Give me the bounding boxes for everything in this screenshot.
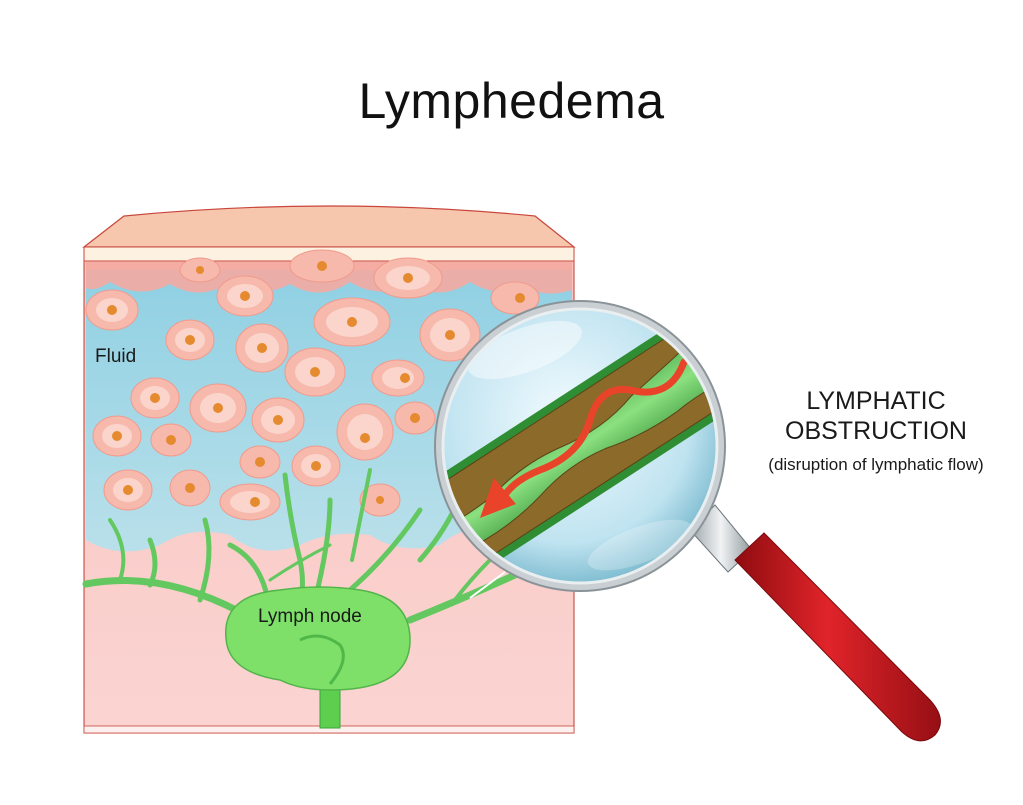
epidermis-layer — [82, 205, 576, 248]
lymphatic-vessels — [82, 467, 519, 624]
arrowhead — [480, 478, 516, 518]
cell — [216, 275, 274, 317]
cell — [373, 257, 443, 299]
cell-cluster — [85, 249, 540, 521]
cell — [219, 483, 281, 521]
cell — [289, 249, 355, 283]
cell — [179, 257, 221, 283]
callout-lines — [469, 571, 506, 599]
obstruction-heading: LYMPHATIC OBSTRUCTION — [740, 386, 1012, 446]
cell — [490, 281, 540, 315]
cell — [359, 483, 401, 517]
obstruction-deposit — [443, 309, 717, 548]
cell — [235, 323, 289, 373]
cell — [251, 397, 305, 443]
cell — [92, 415, 142, 457]
cell — [169, 469, 211, 507]
page-title: Lymphedema — [358, 73, 665, 129]
cell — [313, 297, 391, 347]
cell — [284, 347, 346, 397]
cell — [150, 423, 192, 457]
cell — [165, 319, 215, 361]
magnifier-handle — [689, 504, 941, 742]
cell — [103, 469, 153, 511]
cell — [336, 403, 394, 461]
cell — [189, 383, 247, 433]
lymph-node-label: Lymph node — [258, 606, 362, 627]
cell — [130, 377, 180, 419]
cell — [85, 289, 139, 331]
lymph-node — [225, 586, 411, 729]
lymph-flow-arrow — [501, 358, 688, 499]
cell — [394, 401, 436, 435]
obstruction-heading-text: LYMPHATIC OBSTRUCTION — [785, 387, 967, 445]
cell — [419, 308, 481, 362]
cell — [371, 359, 425, 397]
magnifier-lens — [434, 300, 726, 592]
cell — [239, 445, 281, 479]
fluid-label: Fluid — [95, 346, 137, 367]
obstruction-subheading: (disruption of lymphatic flow) — [768, 455, 984, 474]
cell — [291, 445, 341, 487]
